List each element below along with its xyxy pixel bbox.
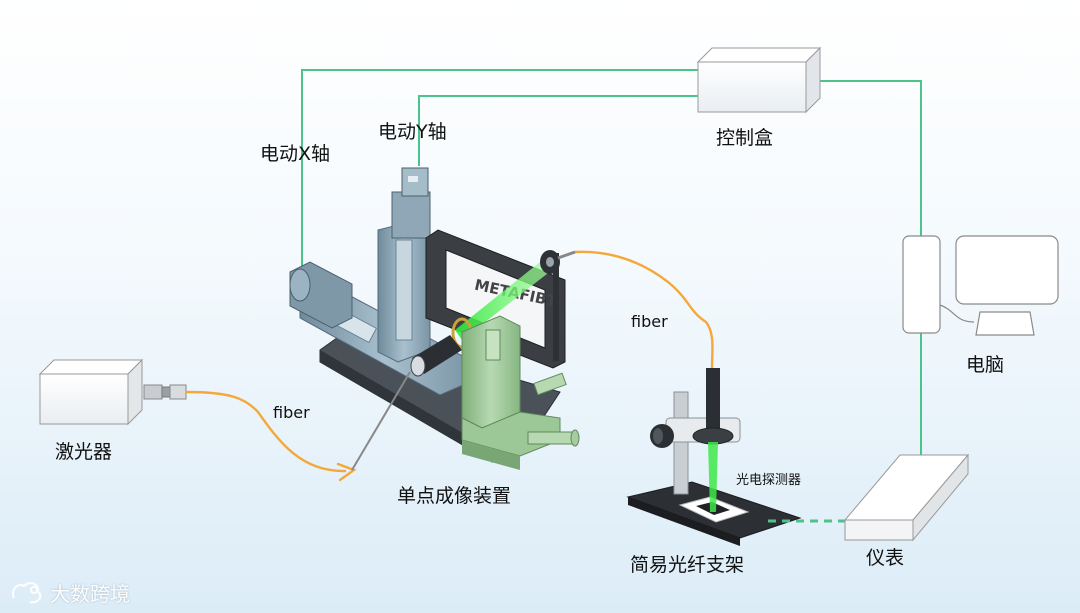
detector-beam <box>708 442 718 512</box>
micrometer-knob-1 <box>533 372 567 396</box>
label-fiber-right: fiber <box>631 312 668 331</box>
y-axis-motor <box>391 167 431 239</box>
meter <box>843 453 970 542</box>
watermark-logo-icon <box>12 582 42 604</box>
computer-keyboard <box>975 311 1035 336</box>
imaging-device: METAFIBT <box>289 167 580 471</box>
x-axis-motor <box>289 261 353 329</box>
fibers <box>184 250 714 482</box>
label-motor-y: 电动Y轴 <box>378 121 447 143</box>
wire-computer <box>818 80 922 236</box>
fiber-collimator <box>692 368 734 445</box>
watermark-text: 大数跨境 <box>50 582 130 606</box>
label-fiber-stand: 简易光纤支架 <box>630 554 745 576</box>
objective-tube <box>410 335 462 377</box>
laser-connector <box>143 384 163 400</box>
wire-x-axis <box>301 69 698 266</box>
laser <box>38 358 187 426</box>
fiber-laser-to-device <box>184 390 347 473</box>
computer <box>902 235 1059 336</box>
label-meter: 仪表 <box>866 547 905 569</box>
probe-needle <box>351 371 411 471</box>
label-laser: 激光器 <box>55 441 113 463</box>
label-imaging-device: 单点成像装置 <box>397 485 512 507</box>
micrometer-knob-2 <box>527 429 580 447</box>
control-wires <box>301 69 922 455</box>
label-photodetector: 光电探测器 <box>736 473 802 488</box>
label-motor-x: 电动X轴 <box>260 143 331 165</box>
label-fiber-left: fiber <box>273 403 310 422</box>
control-box <box>696 46 822 114</box>
computer-monitor <box>955 235 1059 305</box>
fiber-holder <box>540 250 576 361</box>
stand-pillar <box>673 391 689 495</box>
fiber-stand <box>626 368 802 546</box>
wire-y-axis <box>418 95 698 166</box>
label-computer: 电脑 <box>966 354 1005 376</box>
xyz-stage <box>461 315 580 470</box>
laser-beam <box>455 258 552 340</box>
fiber-device-to-stand <box>573 250 714 370</box>
label-control-box: 控制盒 <box>716 127 774 149</box>
computer-tower <box>902 235 941 334</box>
